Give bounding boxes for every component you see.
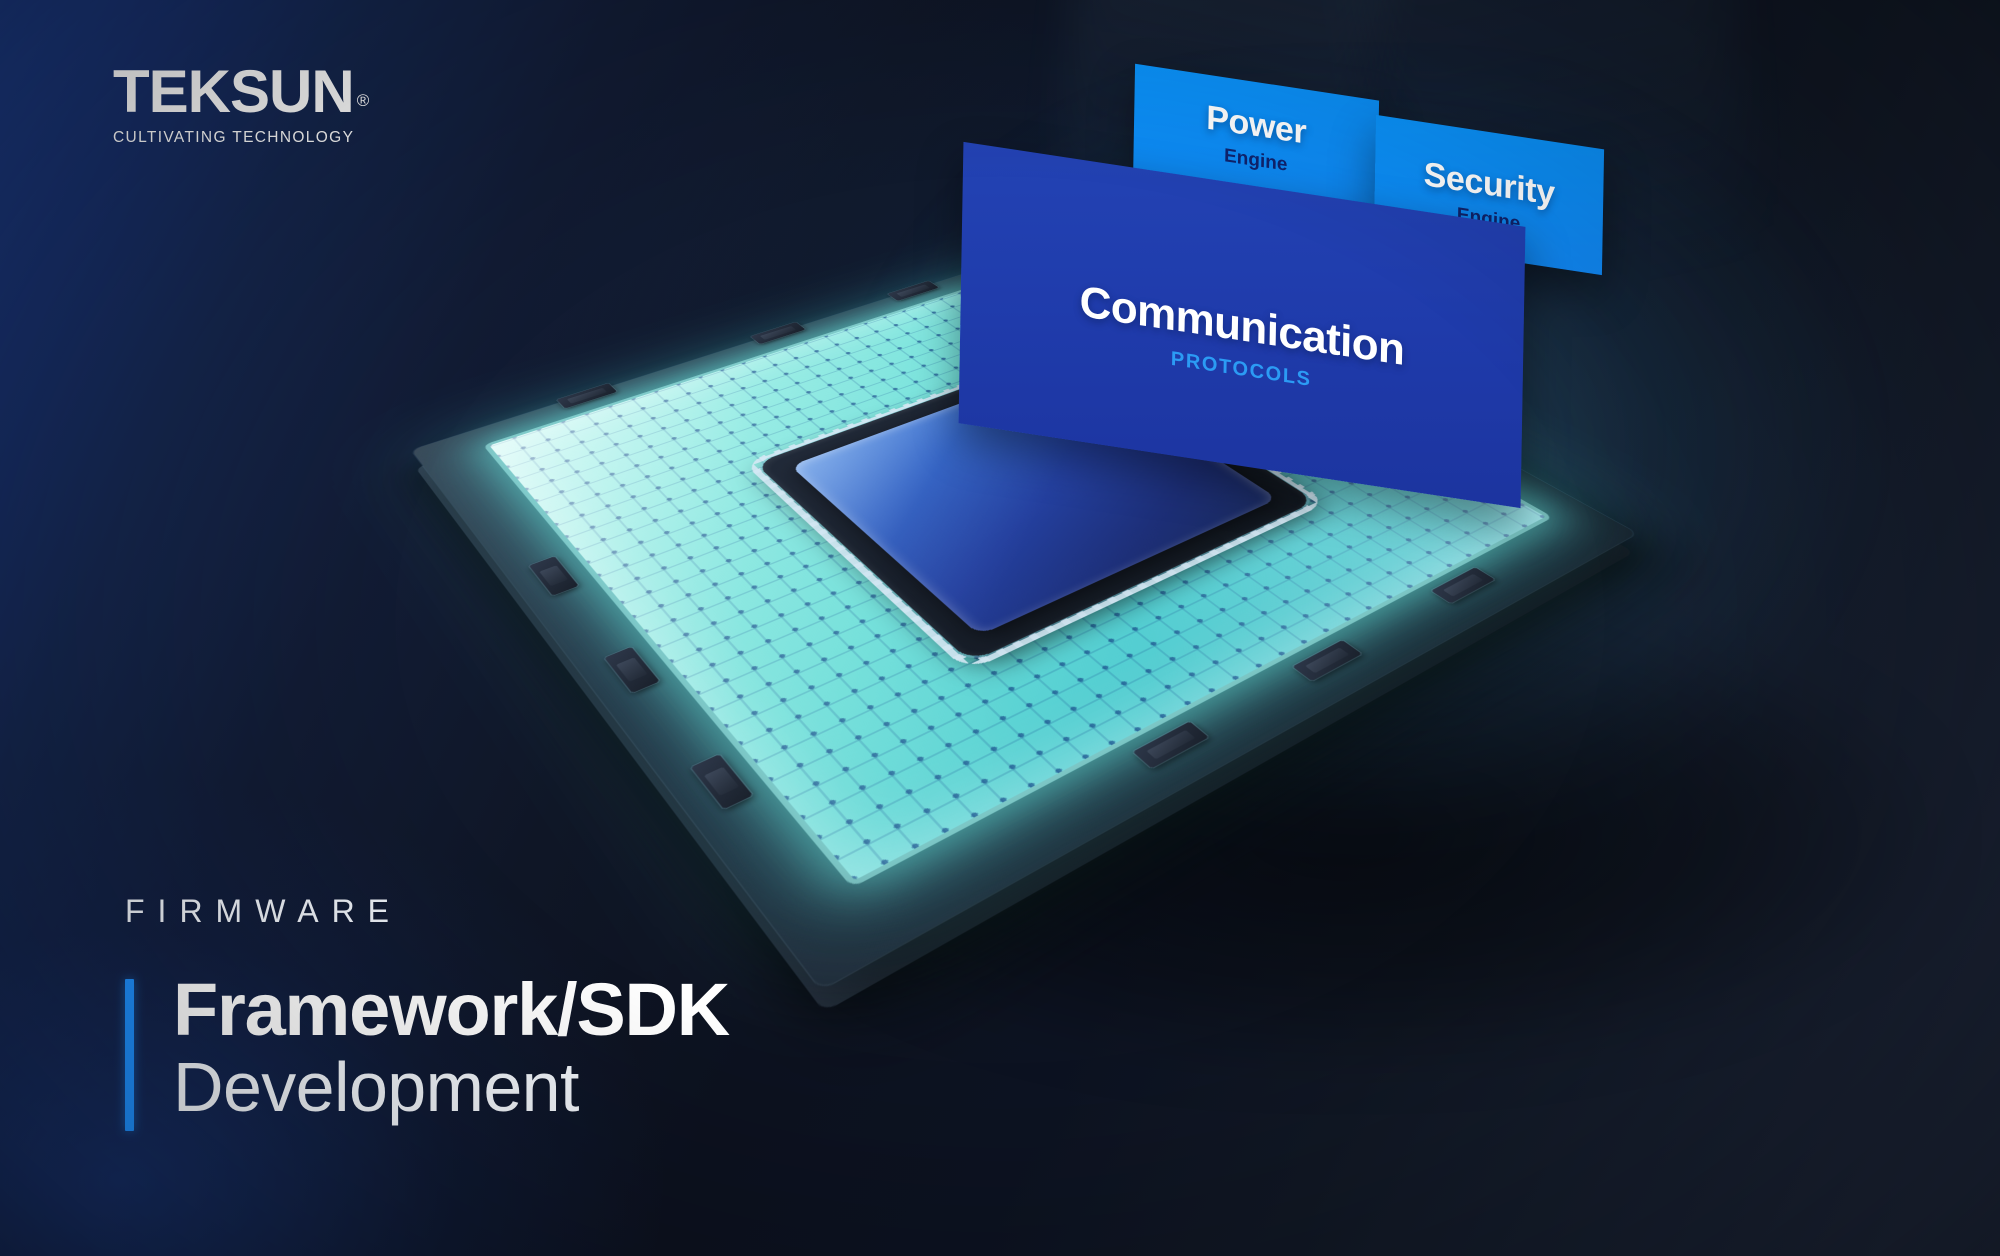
brand-name: TEKSUN [113,62,355,122]
page-subtitle: Development [173,1049,1025,1126]
eyebrow-label: FIRMWARE [125,895,1025,927]
title-group: Framework/SDK Development [125,972,1025,1131]
registered-trademark-icon: ® [357,91,370,110]
page-title: Framework/SDK [173,972,1025,1048]
headline-block: FIRMWARE Framework/SDK Development [125,895,1025,1131]
accent-bar [125,979,134,1131]
brand-tagline: CULTIVATING TECHNOLOGY [113,129,369,147]
brand-logo: TEKSUN® CULTIVATING TECHNOLOGY [113,62,369,147]
